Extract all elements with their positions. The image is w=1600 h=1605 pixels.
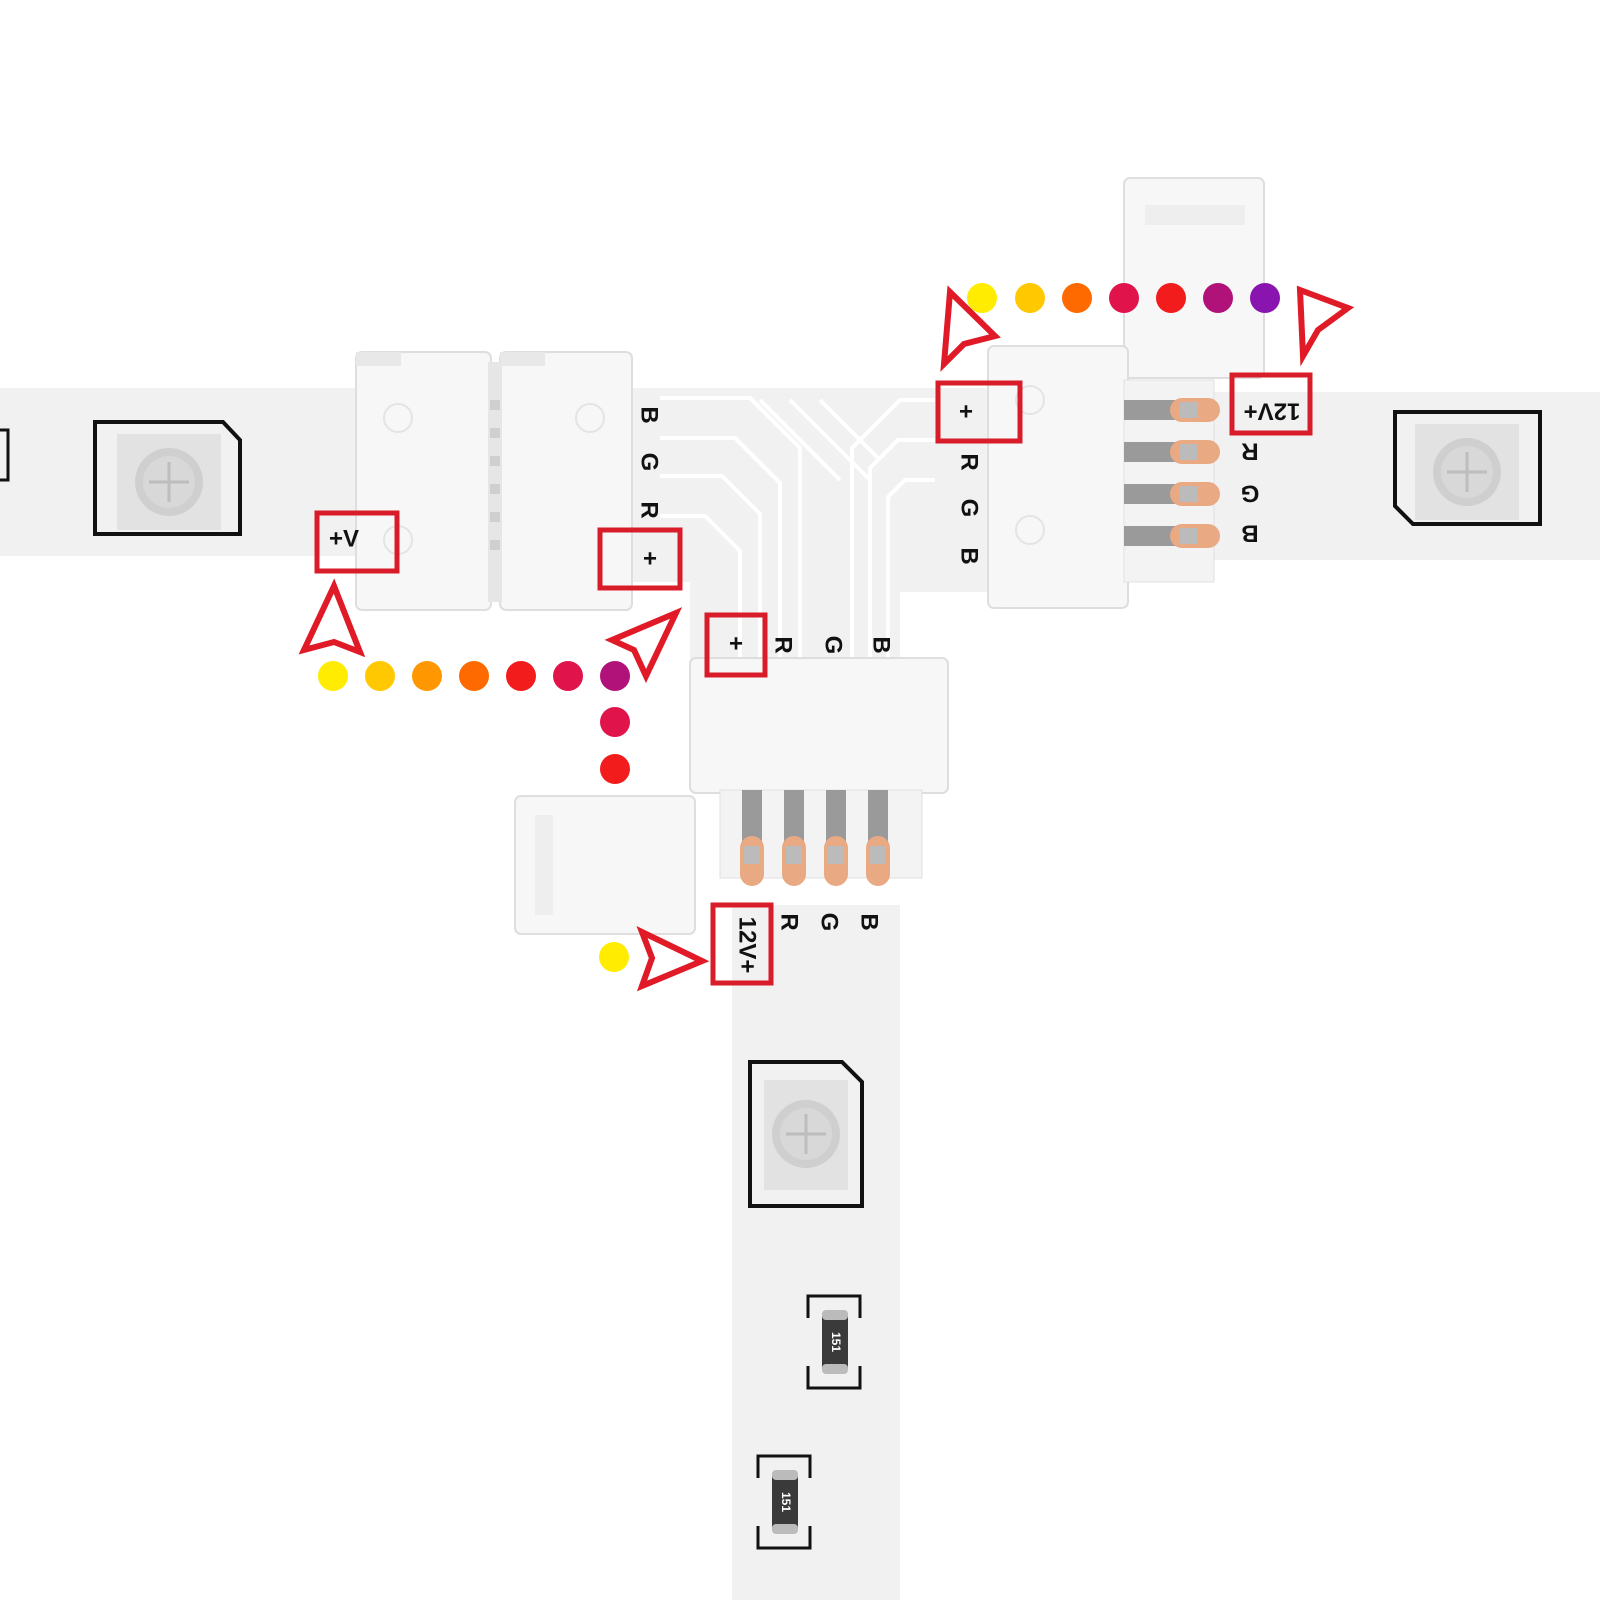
left-power-label: +V: [329, 525, 359, 552]
bottom-connector-labels: 12V+ R G B: [734, 913, 883, 974]
pcb-label-b: B: [868, 636, 895, 653]
pcb-label-g: G: [636, 453, 663, 472]
led-chip-icon: [748, 1060, 864, 1208]
right-connector-labels: 12V+ R G B: [1241, 398, 1301, 547]
signal-dot: [412, 661, 442, 691]
arrow-icon: [1296, 285, 1355, 367]
resistor-label: 151: [779, 1492, 793, 1512]
pcb-label-b: B: [636, 406, 663, 423]
highlight-bottom-plus: [704, 612, 768, 678]
highlight-right-plus: [935, 380, 1023, 444]
highlight-boxes: [314, 372, 1313, 986]
pcb-label-b: B: [956, 547, 983, 564]
resistor-icon: 151: [806, 1294, 862, 1390]
right-connector-pins: [1124, 398, 1220, 548]
signal-dots-left: [318, 661, 630, 972]
bottom-pin-r: R: [776, 913, 803, 930]
arrows: [298, 285, 1355, 992]
pcb-label-plus: +: [959, 398, 973, 425]
highlight-left-plus: [597, 527, 683, 591]
led-chip-icon: [93, 420, 242, 536]
signal-dot: [318, 661, 348, 691]
bottom-connector-pins: [740, 790, 890, 886]
arrow-icon: [604, 607, 683, 684]
pcb-label-plus: +: [729, 630, 743, 657]
signal-dot: [459, 661, 489, 691]
pcb-left-arm-labels: B G R +: [636, 406, 663, 572]
highlight-left-power: [314, 510, 400, 574]
right-pin-g: G: [1241, 480, 1260, 507]
signal-dot: [600, 661, 630, 691]
pcb-label-plus: +: [643, 545, 657, 572]
right-power-label: 12V+: [1244, 398, 1301, 425]
signal-dots-top: [967, 283, 1280, 313]
signal-dot: [1250, 283, 1280, 313]
pcb-label-r: R: [636, 501, 663, 518]
bottom-power-label: 12V+: [734, 917, 761, 974]
signal-dot: [600, 707, 630, 737]
arrow-icon: [636, 925, 710, 992]
pcb-label-r: R: [956, 453, 983, 470]
led-chip-icon: [1393, 410, 1542, 526]
pcb-right-arm-labels: + R G B: [956, 398, 983, 564]
signal-dot: [600, 754, 630, 784]
pcb-label-g: G: [820, 636, 847, 655]
resistor-label: 151: [829, 1332, 843, 1352]
pcb-traces: [660, 396, 935, 660]
signal-dot: [1015, 283, 1045, 313]
signal-dot: [365, 661, 395, 691]
bottom-led-strip: [732, 905, 900, 1600]
right-pin-b: B: [1241, 520, 1258, 547]
connector-clip-icon: [514, 657, 949, 935]
signal-dot: [553, 661, 583, 691]
bottom-pin-g: G: [816, 913, 843, 932]
bottom-pin-b: B: [856, 913, 883, 930]
signal-dot: [1062, 283, 1092, 313]
signal-dot: [599, 942, 629, 972]
signal-dot: [1156, 283, 1186, 313]
connector-clip-icon: [987, 177, 1265, 609]
right-pin-r: R: [1241, 438, 1258, 465]
signal-dot: [1203, 283, 1233, 313]
signal-dot: [1109, 283, 1139, 313]
arrow-icon: [298, 578, 366, 658]
highlight-right-power: [1229, 372, 1313, 436]
pcb-label-r: R: [770, 636, 797, 653]
highlight-bottom-power: [710, 902, 774, 986]
resistor-icon: 151: [756, 1454, 812, 1550]
signal-dot: [967, 283, 997, 313]
pcb-label-g: G: [956, 499, 983, 518]
signal-dot: [506, 661, 536, 691]
t-connector-pcb: [612, 388, 1000, 670]
left-edge-chip-outline: [0, 428, 10, 482]
arrow-icon: [940, 285, 1001, 372]
pcb-bottom-arm-labels: + R G B: [729, 630, 895, 657]
